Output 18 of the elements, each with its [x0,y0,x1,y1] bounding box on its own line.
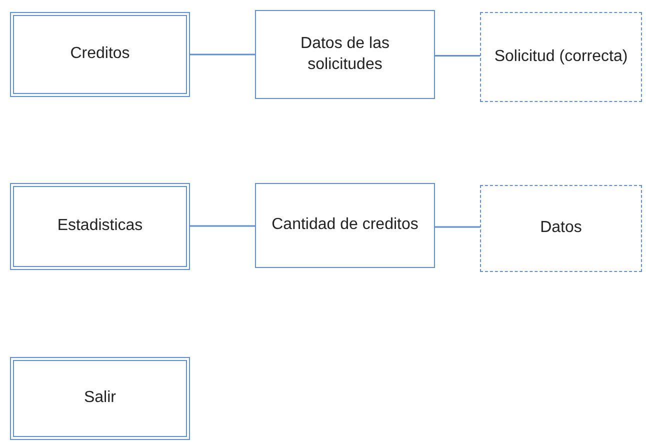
box-label: Datos [540,218,582,238]
box-label: Cantidad de creditos [272,215,418,236]
dashed-box [480,185,642,272]
menu-box [10,12,190,97]
connector-line [435,55,480,56]
box-label: Estadisticas [57,216,143,236]
menu-box [10,183,190,270]
connector-line [190,54,255,56]
box-label: Salir [84,388,116,408]
menu-box [255,183,435,268]
dashed-box [480,12,642,102]
menu-box [255,10,435,99]
box-label: Solicitud (correcta) [494,46,628,67]
connector-line [190,225,255,227]
menu-box [10,357,190,440]
connector-line [435,226,480,228]
box-label: Creditos [70,44,130,64]
box-label: Datos de las solicitudes [300,34,390,74]
